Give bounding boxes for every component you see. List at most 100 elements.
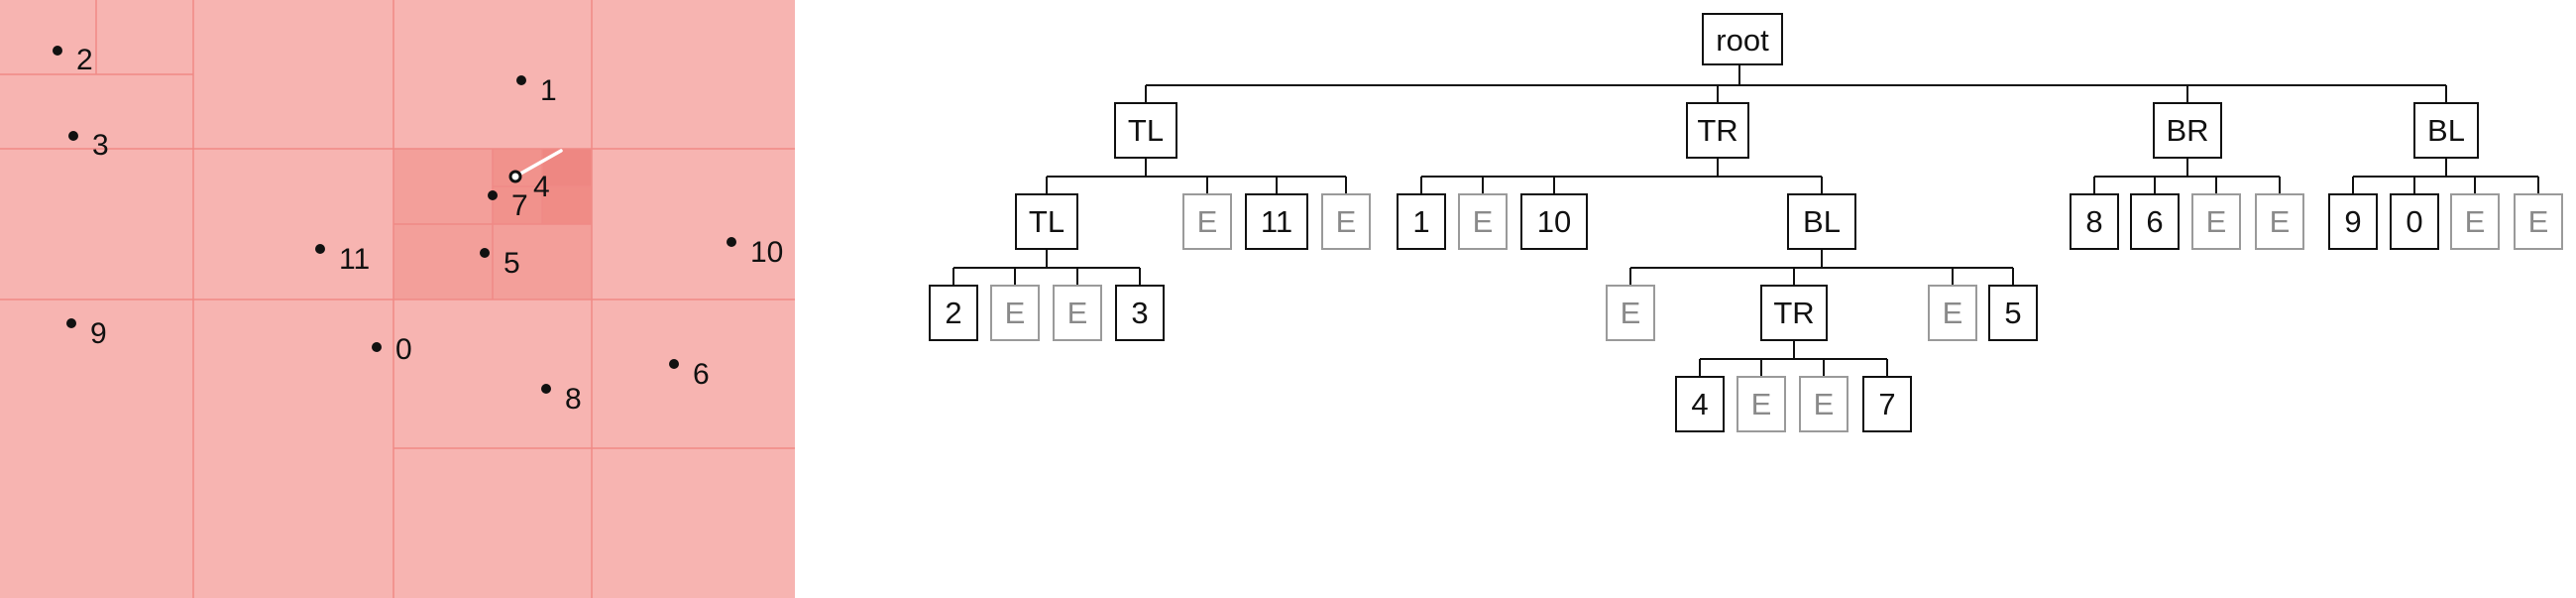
tree-empty-bl-1: E bbox=[2450, 193, 2500, 250]
tree-node-tr: TR bbox=[1686, 102, 1749, 159]
point-6: 6 bbox=[669, 358, 710, 391]
tree-node-tr-bl: BL bbox=[1787, 193, 1856, 250]
tree-leaf-8: 8 bbox=[2070, 193, 2119, 250]
tree-leaf-3: 3 bbox=[1115, 285, 1165, 341]
point-marker bbox=[68, 131, 78, 141]
tree-node-bl: BL bbox=[2413, 102, 2479, 159]
node-label: 7 bbox=[1878, 387, 1895, 421]
node-label: 3 bbox=[1131, 296, 1148, 330]
tree-leaf-5: 5 bbox=[1988, 285, 2038, 341]
tree-empty-trbltr-2: E bbox=[1799, 376, 1848, 432]
tree-leaf-7: 7 bbox=[1862, 376, 1912, 432]
tree-leaf-9: 9 bbox=[2328, 193, 2378, 250]
tree-leaf-1: 1 bbox=[1397, 193, 1446, 250]
node-label: 9 bbox=[2344, 204, 2361, 239]
node-label: E bbox=[2465, 204, 2486, 239]
tree-leaf-0: 0 bbox=[2390, 193, 2439, 250]
point-label: 8 bbox=[565, 383, 582, 416]
node-label: E bbox=[1943, 296, 1963, 330]
node-label: E bbox=[1621, 296, 1641, 330]
point-label: 4 bbox=[533, 171, 550, 203]
node-label: E bbox=[1751, 387, 1772, 421]
node-label: BL bbox=[2427, 113, 2465, 148]
node-label: TL bbox=[1128, 113, 1164, 148]
node-label: TR bbox=[1773, 296, 1814, 330]
point-label: 0 bbox=[395, 333, 412, 366]
quadtree-tree: root TL TR BR BL TL BL TR bbox=[929, 13, 2563, 432]
quadtree-spatial-panel: 0 1 2 3 4 5 6 7 8 9 10 11 bbox=[0, 0, 795, 598]
node-label: 1 bbox=[1412, 204, 1429, 239]
tree-empty-tltl-1: E bbox=[990, 285, 1040, 341]
point-label: 10 bbox=[750, 236, 783, 269]
node-label: BR bbox=[2166, 113, 2208, 148]
point-marker bbox=[508, 170, 522, 183]
point-marker bbox=[727, 237, 736, 247]
point-5: 5 bbox=[480, 247, 520, 280]
node-label: E bbox=[1336, 204, 1357, 239]
tree-empty-tltl-2: E bbox=[1053, 285, 1102, 341]
tree-leaf-6: 6 bbox=[2130, 193, 2180, 250]
tree-node-tl: TL bbox=[1114, 102, 1177, 159]
point-2: 2 bbox=[53, 44, 93, 76]
node-label: TR bbox=[1697, 113, 1737, 148]
point-label: 5 bbox=[504, 247, 520, 280]
node-label: E bbox=[1067, 296, 1088, 330]
tree-empty-br-1: E bbox=[2191, 193, 2241, 250]
point-label: 3 bbox=[92, 129, 109, 162]
point-7: 7 bbox=[488, 189, 528, 222]
quadtree-grid-lines bbox=[0, 0, 795, 598]
point-marker bbox=[315, 244, 325, 254]
point-10: 10 bbox=[727, 236, 783, 269]
point-marker bbox=[488, 190, 498, 200]
tree-edges bbox=[952, 64, 2539, 377]
node-label: E bbox=[1005, 296, 1026, 330]
point-marker bbox=[480, 248, 490, 258]
node-label: BL bbox=[1803, 204, 1841, 239]
point-label: 1 bbox=[540, 74, 557, 107]
tree-empty-tl-1: E bbox=[1182, 193, 1232, 250]
point-label: 6 bbox=[693, 358, 710, 391]
tree-leaf-10: 10 bbox=[1520, 193, 1588, 250]
tree-leaf-11: 11 bbox=[1245, 193, 1308, 250]
point-label: 9 bbox=[90, 317, 107, 350]
point-label: 7 bbox=[511, 189, 528, 222]
tree-node-br: BR bbox=[2153, 102, 2222, 159]
point-marker bbox=[66, 318, 76, 328]
node-label: 11 bbox=[1261, 204, 1292, 239]
tree-leaf-4: 4 bbox=[1675, 376, 1725, 432]
point-3: 3 bbox=[68, 129, 109, 162]
point-marker bbox=[516, 75, 526, 85]
tree-node-tl-tl: TL bbox=[1015, 193, 1078, 250]
node-label: 8 bbox=[2085, 204, 2102, 239]
tree-empty-br-2: E bbox=[2255, 193, 2304, 250]
point-4: 4 bbox=[508, 170, 550, 203]
node-label: E bbox=[1473, 204, 1494, 239]
tree-empty-trbltr-1: E bbox=[1736, 376, 1786, 432]
node-label: 6 bbox=[2146, 204, 2163, 239]
tree-node-root: root bbox=[1702, 13, 1783, 65]
point-label: 2 bbox=[76, 44, 93, 76]
tree-empty-trbl-2: E bbox=[1928, 285, 1977, 341]
tree-leaf-2: 2 bbox=[929, 285, 978, 341]
node-label: E bbox=[2206, 204, 2227, 239]
node-label: 10 bbox=[1537, 204, 1571, 239]
point-label: 11 bbox=[339, 243, 370, 276]
point-marker bbox=[541, 384, 551, 394]
tree-empty-trbl-1: E bbox=[1606, 285, 1655, 341]
node-label: E bbox=[2528, 204, 2549, 239]
point-marker bbox=[372, 342, 382, 352]
node-label: E bbox=[2270, 204, 2291, 239]
point-marker bbox=[53, 46, 62, 56]
point-11: 11 bbox=[315, 243, 370, 276]
node-label: 5 bbox=[2004, 296, 2021, 330]
query-line bbox=[513, 149, 563, 179]
tree-node-tr-bl-tr: TR bbox=[1760, 285, 1828, 341]
point-marker bbox=[669, 359, 679, 369]
node-label: 4 bbox=[1691, 387, 1708, 421]
highlight-cell-inner-2 bbox=[542, 186, 592, 224]
point-9: 9 bbox=[66, 317, 107, 350]
node-label: root bbox=[1716, 23, 1769, 58]
tree-empty-bl-2: E bbox=[2514, 193, 2563, 250]
node-label: E bbox=[1814, 387, 1835, 421]
